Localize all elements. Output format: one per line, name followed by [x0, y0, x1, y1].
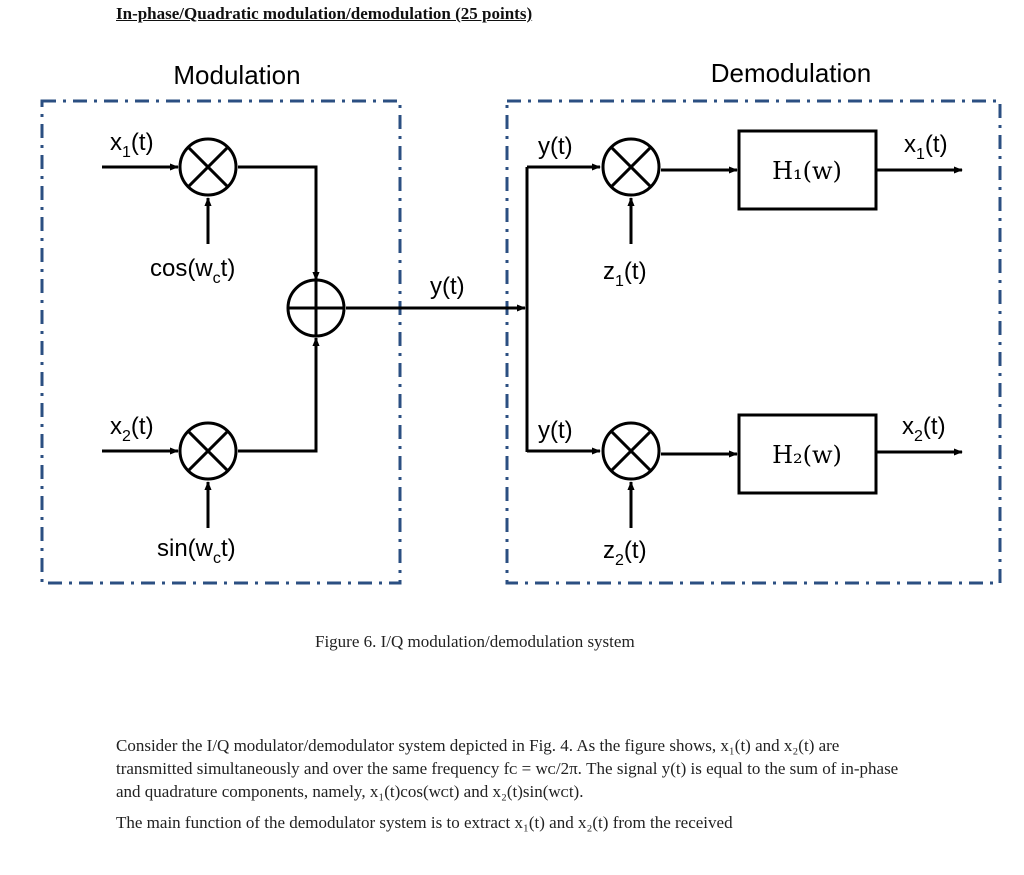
demodulation-title: Demodulation: [711, 58, 871, 88]
z1-label: z1(t): [603, 258, 647, 290]
x1-input-label: x1(t): [110, 129, 154, 161]
modulation-title: Modulation: [173, 60, 300, 90]
body-text: Consider the I/Q modulator/demodulator s…: [116, 734, 916, 834]
demod-lower-input-label: y(t): [538, 417, 573, 444]
filter-h2-box: [737, 413, 878, 495]
sin-carrier-label: sin(wct): [157, 535, 236, 567]
problem-heading: In-phase/Quadratic modulation/demodulati…: [116, 4, 533, 23]
filter-h2-label: H₂(w): [772, 441, 842, 469]
z2-label: z2(t): [603, 537, 647, 569]
mixer-lower-mod: [178, 421, 238, 481]
figure-caption: Figure 6. I/Q modulation/demodulation sy…: [315, 632, 635, 651]
mixer-upper-mod: [178, 137, 238, 197]
paragraph-1: Consider the I/Q modulator/demodulator s…: [116, 736, 899, 801]
x2-output-label: x2(t): [902, 413, 946, 445]
filter-h1-box: [737, 129, 878, 211]
lower-mixer-to-adder-arrow: [238, 337, 320, 453]
iq-block-diagram: Modulation Demodulation: [40, 58, 1002, 585]
demodulation-boundary: [505, 99, 1002, 585]
demod-upper-input-label: y(t): [538, 133, 573, 160]
filter-h1-label: H₁(w): [772, 157, 842, 185]
x2-input-label: x2(t): [110, 413, 154, 445]
paragraph-2: The main function of the demodulator sys…: [116, 813, 733, 832]
modulation-boundary: [40, 99, 402, 585]
x1-output-label: x1(t): [904, 131, 948, 163]
channel-signal-label: y(t): [430, 273, 465, 300]
mixer-lower-demod: [601, 421, 661, 481]
upper-mixer-to-adder-arrow: [238, 165, 320, 281]
adder: [286, 278, 346, 338]
cos-carrier-label: cos(wct): [150, 255, 235, 287]
mixer-upper-demod: [601, 137, 661, 197]
